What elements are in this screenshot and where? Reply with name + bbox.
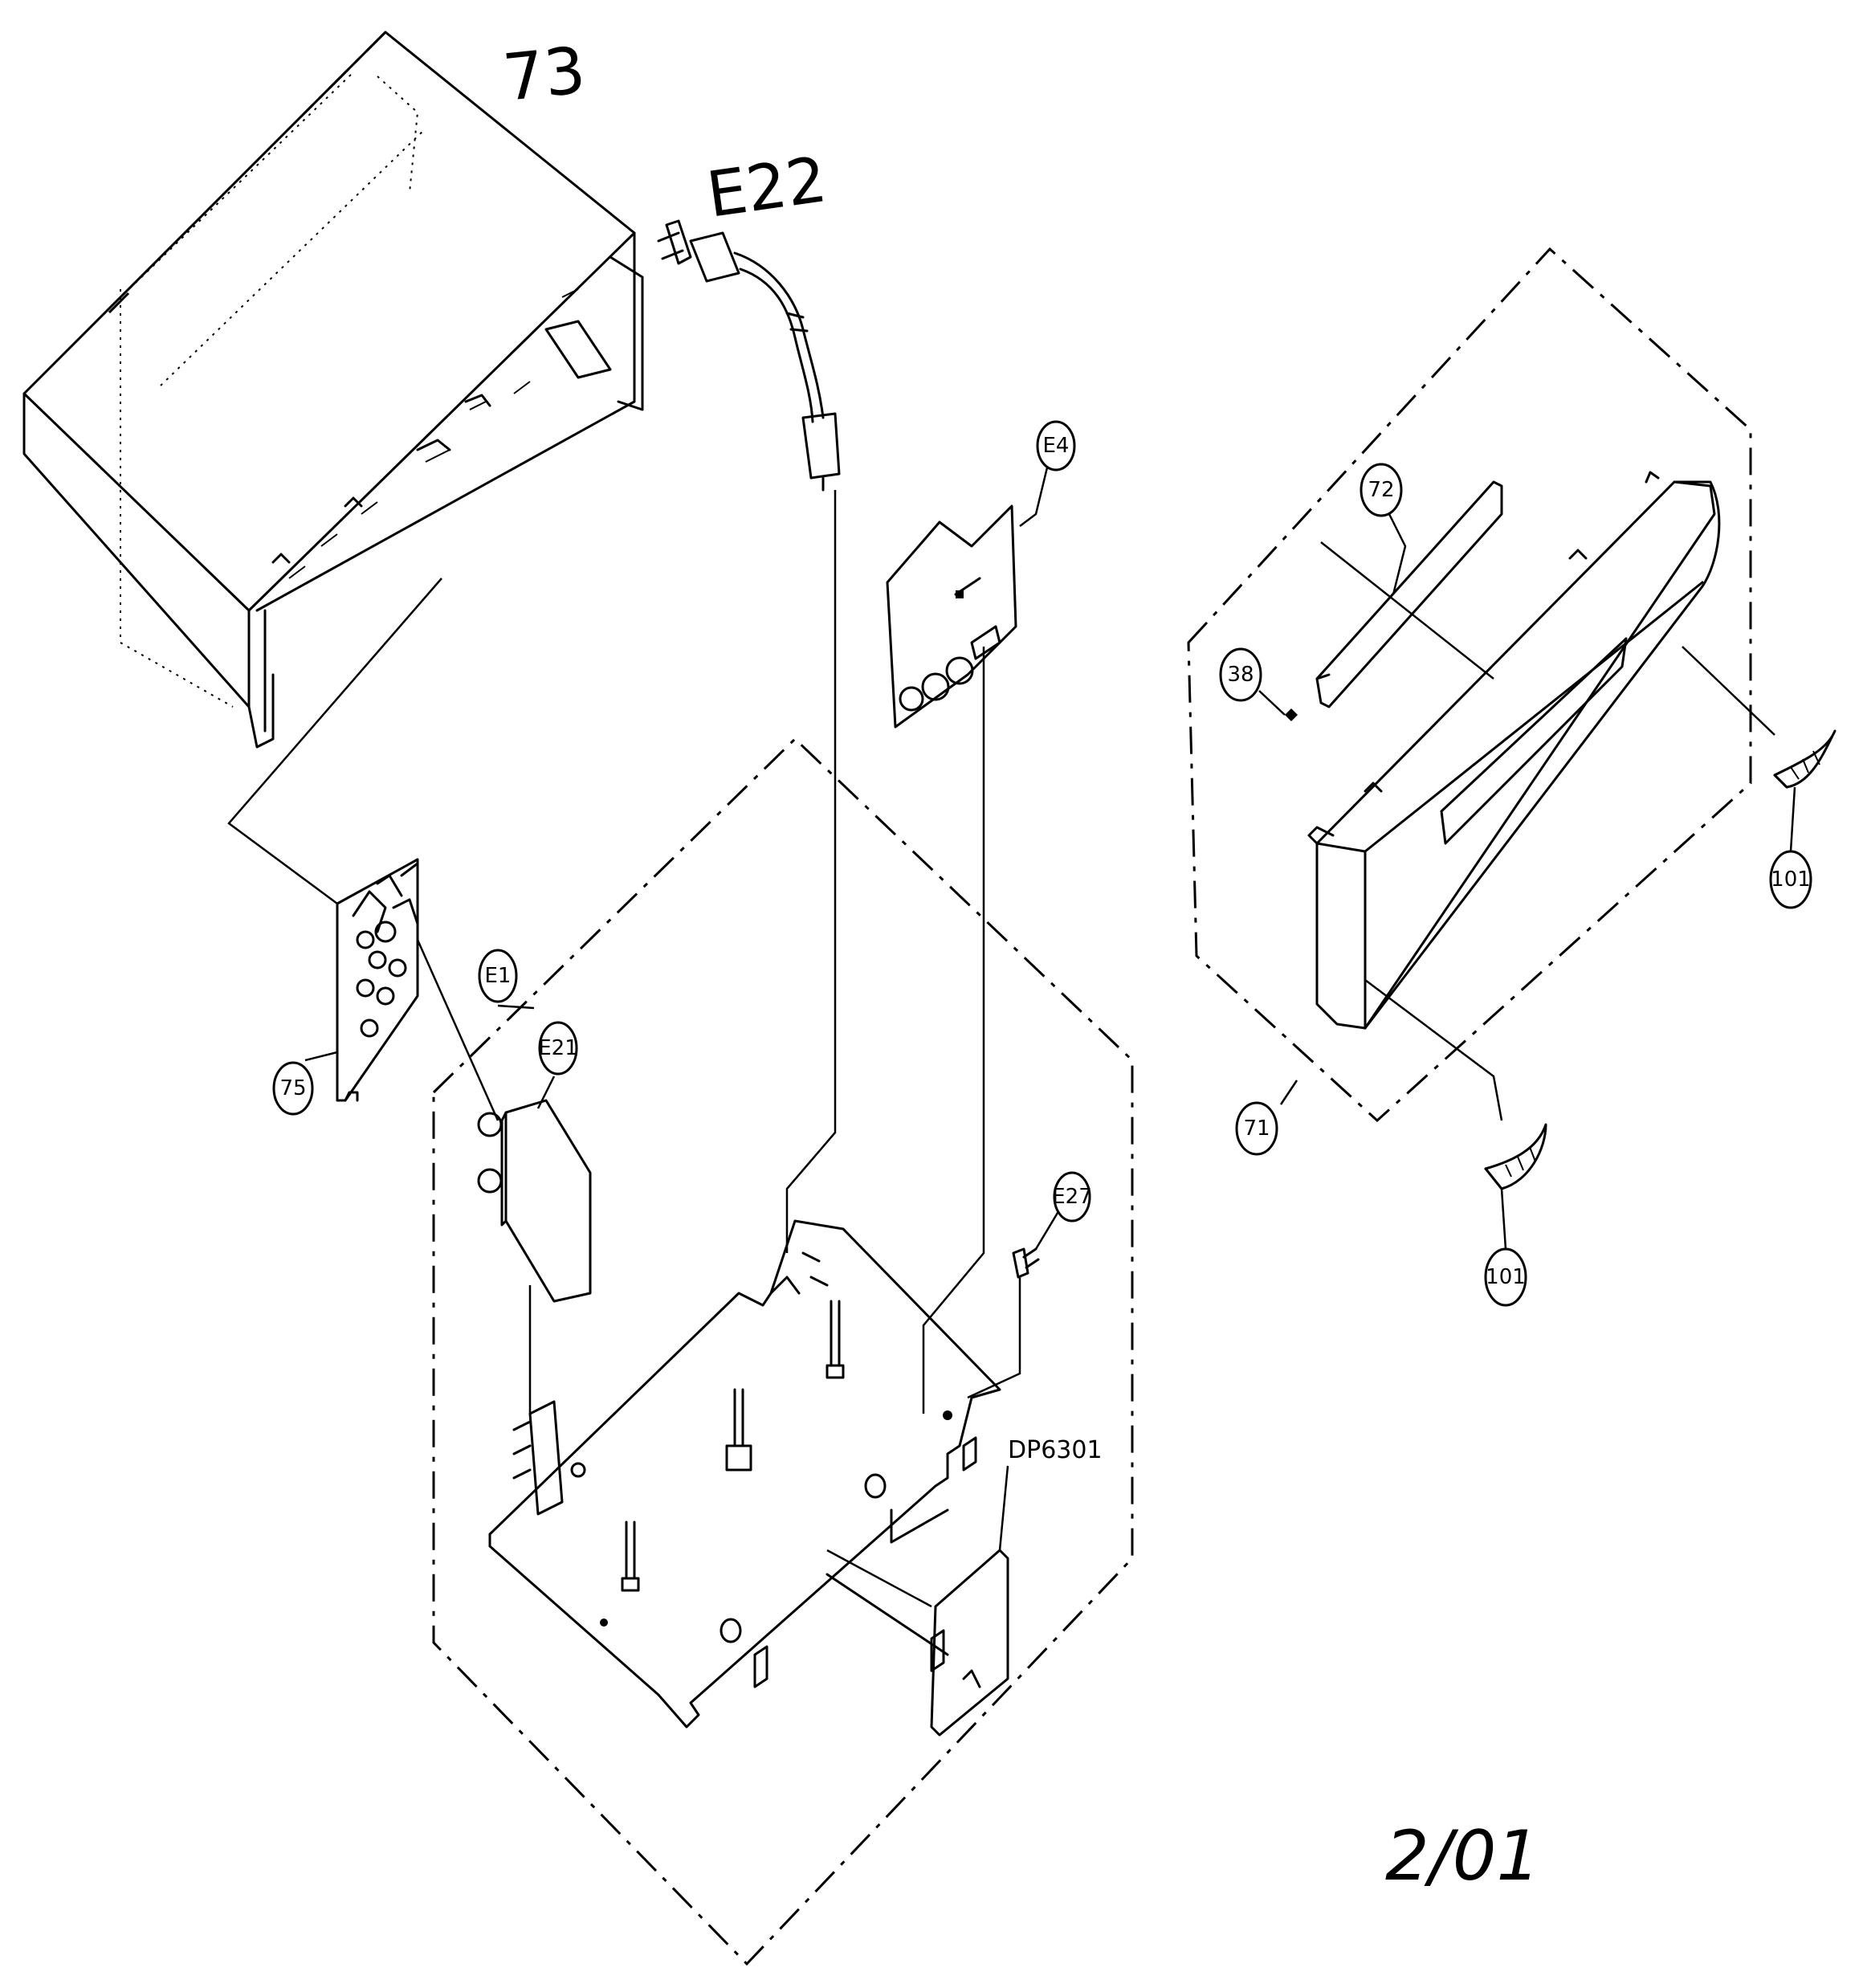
foot-right [1773, 729, 1837, 789]
callout-e1: E1 [478, 949, 518, 1003]
label-date: 2/01 [1385, 1816, 1540, 1896]
label-cover-73: 73 [499, 33, 589, 116]
connector-e27 [1012, 1247, 1040, 1279]
label-power-cord-e22: E22 [703, 144, 831, 232]
explosion-lines [227, 490, 1775, 1608]
group-outline-main [432, 737, 1134, 1966]
svg-text:E27: E27 [1052, 1185, 1092, 1209]
main-board [488, 1219, 1001, 1729]
svg-text:71: 71 [1243, 1116, 1270, 1141]
callout-101-right: 101 [1769, 850, 1812, 909]
front-panel [1307, 471, 1721, 1030]
display-pcb [930, 1549, 1009, 1737]
callout-e21: E21 [538, 1021, 578, 1076]
svg-text:E1: E1 [485, 964, 512, 988]
svg-text:72: 72 [1368, 478, 1394, 502]
top-cover [22, 31, 644, 749]
power-cord [657, 219, 841, 492]
group-outline-front [1187, 247, 1752, 1123]
svg-text:101: 101 [1486, 1265, 1526, 1289]
callout-71: 71 [1235, 1101, 1278, 1156]
callout-e27: E27 [1052, 1171, 1092, 1223]
svg-text:101: 101 [1771, 867, 1811, 892]
callout-e4: E4 [1036, 420, 1076, 471]
leader-lines [304, 463, 1796, 1551]
callout-101-left: 101 [1484, 1247, 1527, 1307]
svg-text:E21: E21 [538, 1036, 578, 1060]
screw-38 [1285, 708, 1298, 721]
label-dp6301: DP6301 [1008, 1436, 1103, 1464]
callout-72: 72 [1360, 463, 1403, 517]
callout-38: 38 [1219, 647, 1262, 702]
rear-bracket [336, 858, 419, 1102]
svg-text:E4: E4 [1043, 434, 1070, 458]
jack-board [886, 504, 1017, 729]
foot-left [1484, 1123, 1547, 1190]
callout-75: 75 [272, 1061, 314, 1116]
tuner-module [477, 1099, 592, 1303]
front-panel-window [1315, 480, 1503, 708]
svg-text:38: 38 [1227, 663, 1254, 687]
svg-text:75: 75 [279, 1076, 306, 1100]
